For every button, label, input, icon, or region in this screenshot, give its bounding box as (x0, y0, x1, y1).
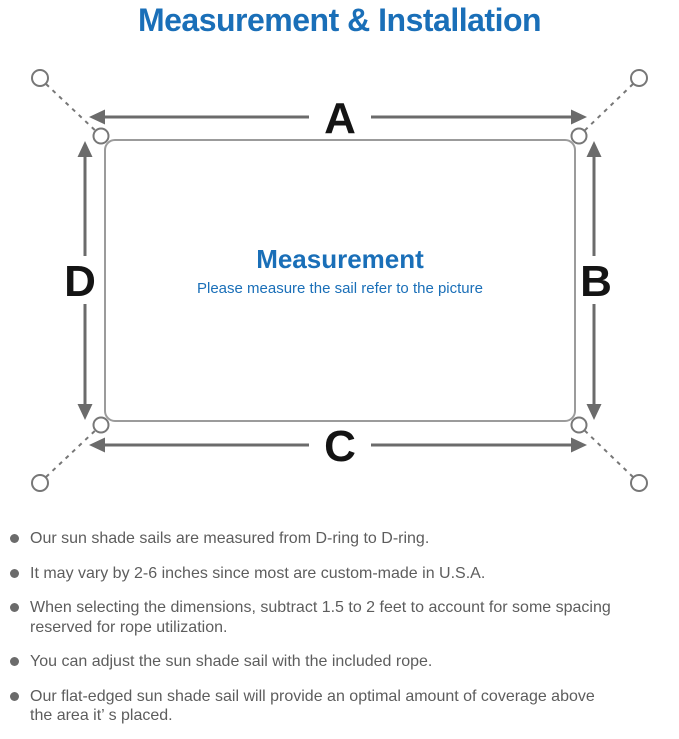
bullet-dot-icon (10, 568, 19, 578)
dimension-label-b: B (580, 257, 612, 306)
bullet-dot-icon (10, 691, 19, 701)
d-ring-top-right-icon (570, 127, 588, 145)
d-rings (92, 127, 588, 434)
note-text: It may vary by 2-6 inches since most are… (30, 564, 486, 582)
arrow-right-head-icon (571, 437, 587, 453)
rope-bottom-left-line (45, 426, 100, 478)
rope-top-left-line (45, 83, 100, 135)
center-heading: Measurement (256, 244, 424, 274)
anchor-circle-top-right (630, 69, 648, 87)
arrow-right-head-icon (571, 109, 587, 125)
note-text: When selecting the dimensions, subtract … (30, 599, 611, 636)
bullet-dot-icon (10, 534, 19, 543)
dimension-arrow-b (586, 141, 602, 420)
rope-lines (45, 83, 634, 478)
note-item: You can adjust the sun shade sail with t… (0, 652, 677, 672)
page-title: Measurement & Installation (137, 2, 542, 38)
arrow-down-head-icon (77, 404, 93, 420)
note-text: Our sun shade sails are measured from D-… (30, 530, 430, 547)
d-ring-bottom-left-icon (92, 416, 110, 434)
dimension-label-a: A (324, 94, 356, 143)
dimension-label-c: C (324, 422, 356, 471)
anchor-circle-bottom-right (630, 474, 648, 492)
dimension-label-d: D (64, 257, 96, 306)
note-item: Our flat-edged sun shade sail will provi… (0, 687, 677, 726)
rope-top-right-line (580, 83, 634, 135)
note-item: It may vary by 2-6 inches since most are… (0, 564, 677, 584)
arrow-left-head-icon (89, 437, 105, 453)
sail-outline (104, 139, 576, 422)
arrow-left-head-icon (89, 109, 105, 125)
rope-bottom-right-line (580, 426, 634, 478)
bullet-dot-icon (10, 603, 19, 612)
d-ring-top-left-icon (92, 127, 110, 145)
anchor-circle-bottom-left (31, 474, 49, 492)
dimension-arrow-a (89, 109, 587, 125)
dimension-arrow-c (89, 437, 587, 453)
arrow-down-head-icon (586, 404, 602, 420)
bullet-dot-icon (10, 657, 19, 666)
measurement-notes-list: Our sun shade sails are measured from D-… (0, 529, 679, 739)
dimension-arrow-d (77, 141, 93, 420)
center-subtitle: Please measure the sail refer to the pic… (197, 280, 483, 297)
d-ring-bottom-right-icon (570, 416, 588, 434)
note-item: When selecting the dimensions, subtract … (0, 598, 677, 637)
arrow-up-head-icon (77, 141, 93, 157)
sail-measurement-diagram: A B C D Measurement Please measure the s… (31, 69, 648, 492)
anchor-circle-top-left (31, 69, 49, 87)
note-text: Our flat-edged sun shade sail will provi… (30, 687, 595, 725)
anchor-points (31, 69, 648, 492)
note-item: Our sun shade sails are measured from D-… (0, 529, 677, 549)
note-text: You can adjust the sun shade sail with t… (30, 653, 433, 670)
arrow-up-head-icon (586, 141, 602, 157)
